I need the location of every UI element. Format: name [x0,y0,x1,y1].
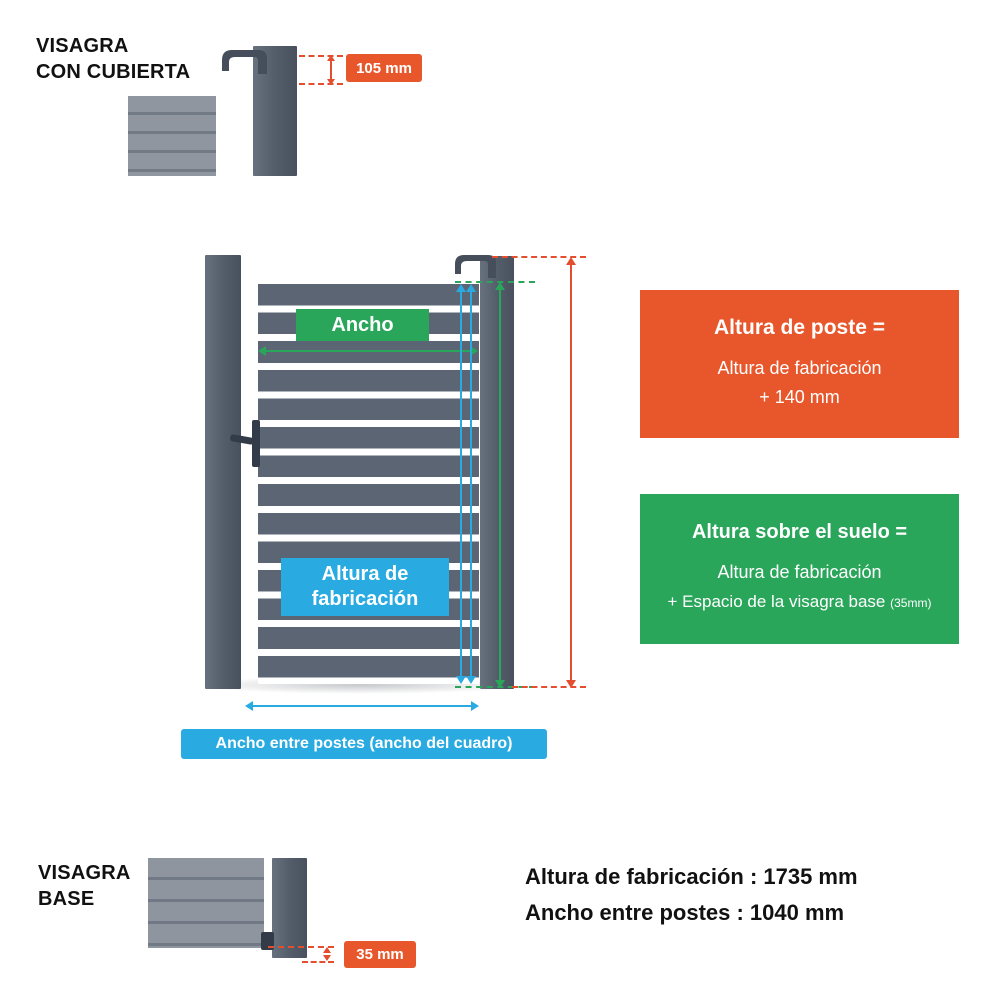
dim-line [330,61,332,79]
dim-arrow [327,55,335,61]
spec-altura-fabricacion: Altura de fabricación : 1735 mm [525,864,858,889]
dim-line [492,256,586,258]
dim-line [460,291,462,677]
ancho-label: Ancho [296,309,429,341]
altura-suelo-info-line2: Altura de fabricación [717,561,882,582]
dim-line [266,350,472,352]
visagra-cubierta-title-line2: CON CUBIERTA [36,61,191,83]
dim-line [499,289,501,681]
dim-arrow [466,284,476,292]
dim-arrow [495,680,505,688]
post-illustration-bottom [272,858,307,958]
hinge-cover-cap-icon [222,50,267,74]
dim-arrow [470,346,478,356]
altura-poste-info-line2: Altura de fabricación [717,358,882,378]
dim-line [268,946,334,948]
altura-poste-info-box: Altura de poste = Altura de fabricación … [640,290,959,438]
dim-line [470,291,472,677]
gate-panel-illustration-bottom [148,858,264,948]
altura-suelo-info-title: Altura sobre el suelo = [691,520,908,543]
visagra-base-title: VISAGRA BASE [38,860,131,912]
fence-panel-illustration-top [128,96,216,176]
base-hinge-height-badge: 35 mm [344,941,416,968]
visagra-cubierta-title: VISAGRA CON CUBIERTA [36,33,190,85]
dim-arrow [466,676,476,684]
dim-arrow [323,947,331,953]
visagra-cubierta-title-line1: VISAGRA [36,35,129,57]
altura-fabricacion-label-line2: fabricación [311,588,419,610]
dim-arrow [471,701,479,711]
dim-arrow [495,282,505,290]
visagra-base-title-line2: BASE [38,888,95,910]
altura-suelo-info-box: Altura sobre el suelo = Altura de fabric… [640,494,959,644]
dim-line [299,55,343,57]
right-post [480,256,514,689]
dim-arrow [566,680,576,688]
dim-arrow [245,701,253,711]
dim-arrow [456,676,466,684]
altura-fabricacion-label-line1: Altura de [321,563,409,585]
base-hinge-icon [261,932,274,950]
spec-ancho-postes: Ancho entre postes : 1040 mm [525,900,845,925]
gate-lock-plate [252,420,260,467]
altura-suelo-info-line3-suffix: (35mm) [890,595,932,610]
dim-arrow [323,955,331,961]
gate-panel [258,284,479,684]
altura-fabricacion-label: Altura de fabricación [281,558,449,616]
altura-suelo-info-line3: + Espacio de la visagra base (35mm) [668,587,932,618]
dim-arrow [327,79,335,85]
altura-poste-info-title: Altura de poste = [714,316,885,339]
visagra-base-title-line1: VISAGRA [38,862,131,884]
hinge-cover-height-badge: 105 mm [346,54,422,82]
dim-arrow [258,346,266,356]
dim-arrow [456,284,466,292]
dim-line [512,686,586,688]
altura-suelo-info-line3-text: + Espacio de la visagra base [667,591,886,611]
ancho-entre-postes-badge: Ancho entre postes (ancho del cuadro) [181,729,547,759]
altura-poste-info-line3: + 140 mm [759,387,840,407]
dim-line [299,83,343,85]
dim-line [253,705,473,707]
dim-line [302,961,334,963]
dim-line [570,264,572,681]
dim-arrow [566,257,576,265]
hinge-cover-cap-icon [455,255,496,278]
left-post [205,255,241,689]
